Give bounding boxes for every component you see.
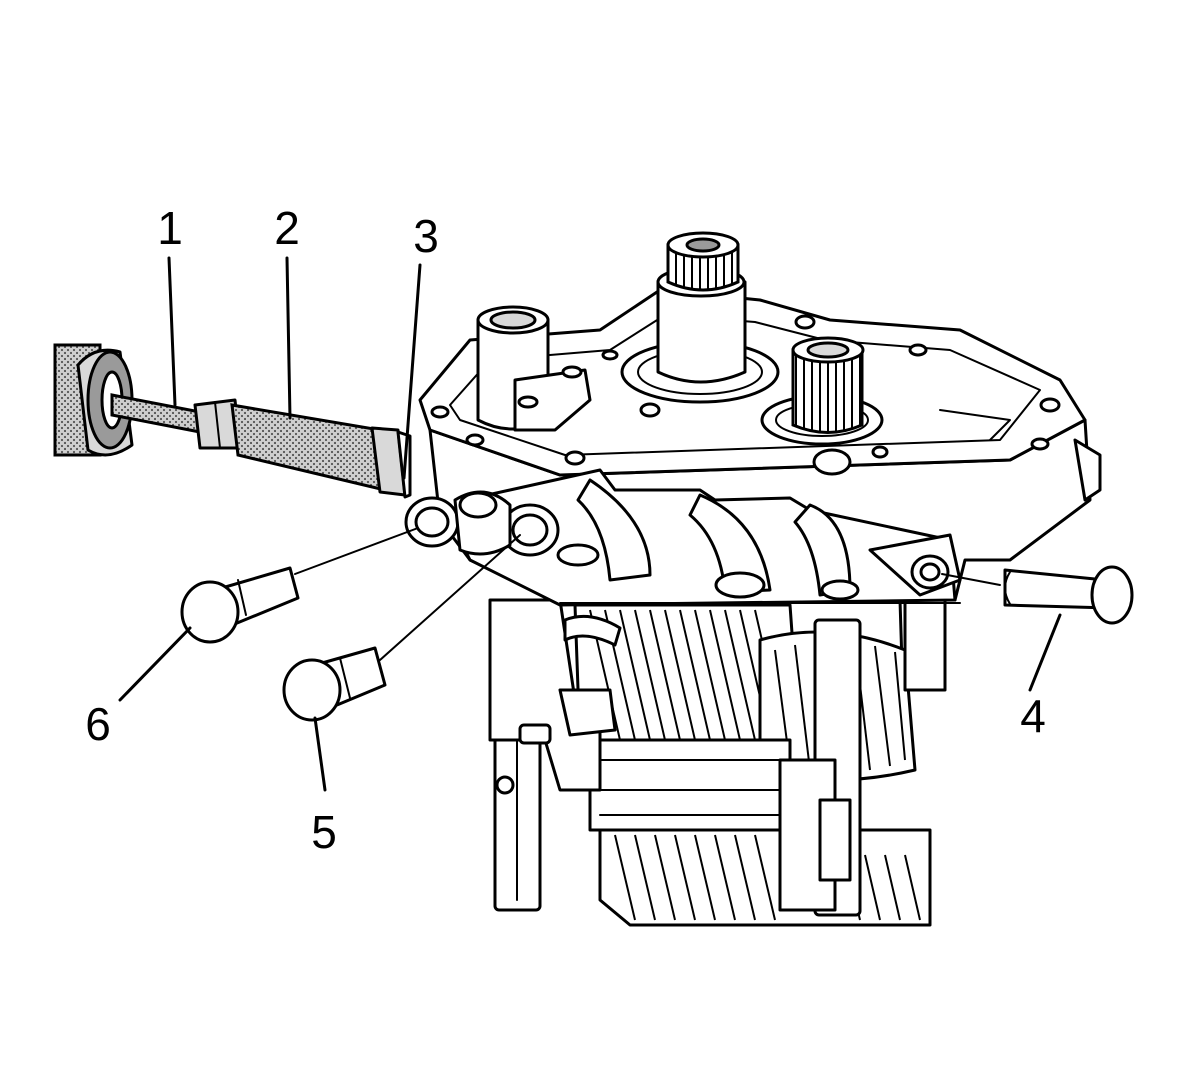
callout-1: 1 (157, 202, 183, 254)
housing-bolt-holes (430, 314, 1061, 466)
shift-rail-plug-left (180, 566, 300, 644)
shift-rail-plug-center (282, 646, 387, 722)
slide-hammer-tool (53, 343, 412, 499)
alignment-lines (294, 527, 1001, 661)
shift-rail-bore-right (868, 533, 962, 597)
remover-adapter (230, 403, 387, 492)
shift-forks (488, 598, 622, 795)
shift-rail-bore (404, 490, 560, 557)
helical-gear-lower (598, 828, 932, 927)
callout-4: 4 (1020, 690, 1046, 742)
output-shaft (656, 231, 747, 384)
input-shaft (791, 336, 865, 434)
callout-2: 2 (274, 202, 300, 254)
gear-train (488, 578, 947, 927)
shift-rail-plug-right (1003, 565, 1134, 625)
callout-6: 6 (85, 698, 111, 750)
callout-3: 3 (413, 210, 439, 262)
transmission-housing (404, 231, 1102, 607)
callout-5: 5 (311, 806, 337, 858)
callout-labels: 1 2 3 4 5 6 (85, 202, 1046, 858)
callout-leaders (118, 256, 1062, 792)
shift-tower (476, 305, 592, 432)
